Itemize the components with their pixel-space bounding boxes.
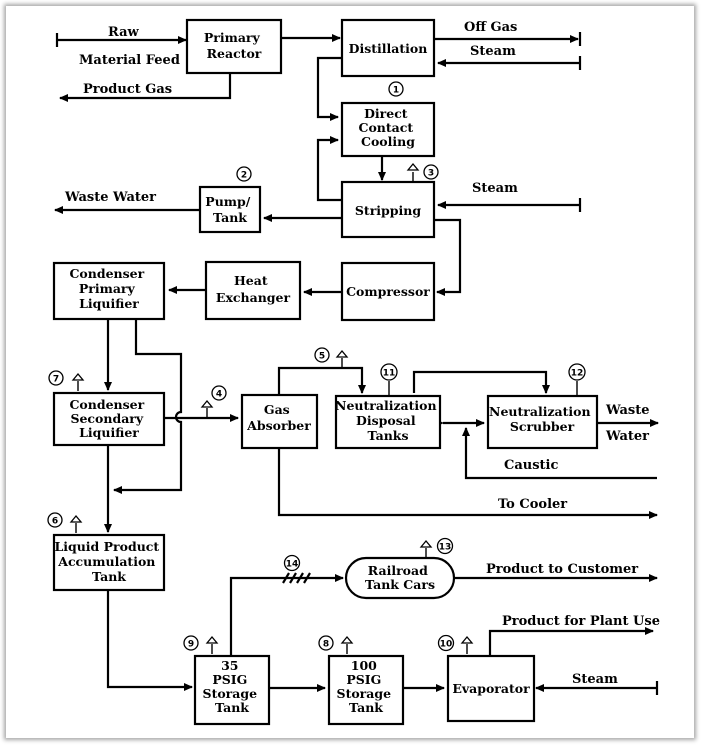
product-gas-label: Product Gas (83, 82, 172, 97)
storage-35-label: 35 PSIG Storage Tank (203, 658, 262, 715)
sample-point-icon-7 (71, 372, 85, 391)
distillation-label: Distillation (349, 41, 428, 56)
product-to-customer-label: Product to Customer (486, 562, 638, 577)
svg-text:2: 2 (241, 171, 247, 181)
neutralization-disposal-label: Neutralization Disposal Tanks (335, 398, 441, 443)
compressor-label: Compressor (346, 284, 430, 299)
marker-3: 3 (423, 164, 439, 180)
heat-exchanger-label: Heat Exchanger (216, 273, 291, 305)
svg-text:3: 3 (428, 169, 434, 179)
storage-35-box (193, 654, 271, 726)
svg-text:13: 13 (439, 543, 452, 553)
waste-label: Waste (605, 403, 650, 418)
35psig-to-railroad (229, 574, 344, 656)
distillation-to-cooling (316, 56, 342, 121)
svg-text:8: 8 (323, 640, 329, 650)
evaporator-label: Evaporator (452, 681, 530, 696)
neutralization-disposal-box (334, 394, 442, 450)
svg-text:14: 14 (286, 560, 299, 570)
to-cooler-label: To Cooler (498, 497, 567, 512)
sample-point-icon-10 (460, 635, 474, 654)
steam-evaporator-label: Steam (572, 672, 618, 687)
stripping-label: Stripping (355, 203, 421, 218)
condenser-primary-label: Condenser Primary Liquifier (69, 266, 148, 311)
svg-text:4: 4 (216, 390, 222, 400)
direct-contact-cooling-box (340, 101, 436, 158)
stripping-box (340, 180, 436, 239)
liquid-product-box (52, 533, 166, 592)
neutralization-scrubber-label: Neutralization Scrubber (489, 404, 595, 434)
direct-contact-cooling-label: Direct Contact Cooling (359, 106, 418, 149)
to-cooler-line (277, 448, 658, 519)
waste-water-left-label: Waste Water (64, 190, 156, 205)
svg-text:5: 5 (319, 352, 325, 362)
marker-14: 14 (283, 554, 301, 572)
marker-11: 11 (380, 363, 398, 396)
absorber-to-neutralization (277, 366, 366, 395)
sample-point-icon-4 (200, 399, 214, 418)
sample-point-icon-9 (205, 635, 219, 654)
off-gas-label: Off Gas (464, 20, 517, 35)
storage-100-box (327, 654, 405, 726)
svg-text:9: 9 (188, 640, 194, 650)
water-label: Water (605, 429, 649, 444)
sample-point-icon-13 (419, 539, 433, 558)
primary-reactor-box (185, 18, 283, 75)
plant-use-line (488, 627, 654, 656)
railroad-label: Railroad Tank Cars (365, 563, 435, 592)
svg-text:1: 1 (393, 86, 399, 96)
liquid-to-35psig (106, 590, 193, 691)
caustic-label: Caustic (504, 458, 558, 473)
steam-distillation-label: Steam (470, 44, 516, 59)
sample-point-icon-5 (335, 349, 349, 368)
svg-text:6: 6 (52, 517, 58, 527)
marker-2: 2 (236, 166, 252, 182)
material-feed-label: Material Feed (79, 53, 180, 68)
caustic-line (462, 427, 657, 480)
railroad-tank-cars-box (344, 556, 456, 600)
product-gas-line (59, 73, 232, 102)
storage-100-label: 100 PSIG Storage Tank (337, 658, 396, 715)
marker-7: 7 (48, 370, 64, 386)
pump-tank-label: Pump/ Tank (205, 194, 254, 225)
compressor-box (340, 261, 436, 322)
flow-restriction-hatch (282, 572, 311, 584)
condenser-secondary-label: Condenser Secondary Liquifier (69, 397, 148, 440)
pump-tank-box (198, 185, 262, 234)
liquid-product-label: Liquid Product Accumulation Tank (54, 539, 163, 584)
sample-point-icon-6 (69, 514, 83, 533)
svg-text:11: 11 (383, 369, 396, 379)
marker-4: 4 (211, 385, 227, 401)
condenser-secondary-box (52, 391, 166, 447)
steam-stripping-label: Steam (472, 181, 518, 196)
gas-absorber-box (240, 393, 319, 450)
marker-13: 13 (436, 537, 454, 555)
marker-10: 10 (437, 634, 455, 652)
distillation-box (340, 18, 436, 78)
stripping-to-compressor (433, 218, 462, 296)
raw-label: Raw (108, 25, 140, 40)
marker-8: 8 (318, 635, 334, 651)
marker-5: 5 (314, 347, 330, 363)
stripping-to-cooling (316, 136, 342, 202)
gas-absorber-label: Gas Absorber (246, 402, 311, 433)
disposal-to-scrubber-top (412, 370, 550, 394)
svg-text:12: 12 (571, 369, 584, 379)
sample-point-icon-8 (340, 635, 354, 654)
svg-text:10: 10 (440, 640, 453, 650)
primary-reactor-label: Primary Reactor (204, 30, 264, 61)
evaporator-box (446, 654, 536, 723)
marker-1: 1 (388, 81, 404, 97)
svg-text:7: 7 (53, 375, 59, 385)
primary-bypass-line (113, 319, 183, 494)
neutralization-scrubber-box (486, 394, 599, 450)
product-plant-use-label: Product for Plant Use (502, 614, 660, 629)
marker-6: 6 (47, 512, 63, 528)
marker-12: 12 (568, 363, 586, 396)
condenser-primary-box (52, 261, 166, 321)
marker-9: 9 (183, 635, 199, 651)
sample-point-icon-3 (406, 162, 420, 181)
heat-exchanger-box (204, 260, 302, 321)
